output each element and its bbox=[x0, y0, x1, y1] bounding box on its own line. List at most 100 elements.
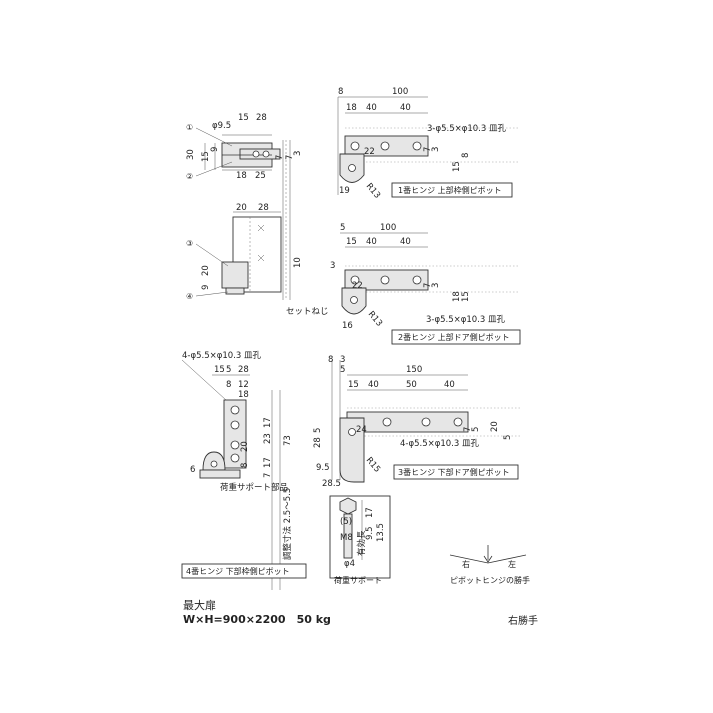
h1-caption: 1番ヒンジ 上部枠側ピボット bbox=[398, 185, 502, 195]
dim-20: 20 bbox=[236, 203, 247, 213]
hinge-2-drawing: 5 100 15 40 40 3 7 3 18 15 3-φ5.5×φ10.3 … bbox=[286, 223, 521, 345]
h1-dim-40a: 40 bbox=[366, 103, 377, 113]
h4-side-8: 8 bbox=[240, 463, 250, 468]
h3-side-5: 5 bbox=[471, 427, 481, 432]
h2-dim-40b: 40 bbox=[400, 237, 411, 247]
h4-side-17b: 17 bbox=[263, 457, 273, 468]
marker-2: ② bbox=[186, 172, 193, 181]
h4-caption: 4番ヒンジ 下部枠側ピボット bbox=[186, 566, 290, 576]
support-dim-17: 17 bbox=[365, 507, 375, 518]
h1-dim-18: 18 bbox=[346, 103, 357, 113]
lower-frame-view: 20 28 ③ ④ 20 9 10 bbox=[186, 203, 303, 301]
dim-9b: 9 bbox=[201, 285, 211, 290]
marker-3: ③ bbox=[186, 239, 193, 248]
h4-side-7: 7 bbox=[263, 473, 273, 478]
h4-holes: 4-φ5.5×φ10.3 皿孔 bbox=[182, 351, 261, 361]
h3-dim-150: 150 bbox=[406, 365, 422, 375]
h4-adjust: 調整寸法 2.5〜5.5 bbox=[282, 488, 293, 560]
h3-dim-15: 15 bbox=[348, 380, 359, 390]
h1-side-3: 3 bbox=[431, 147, 441, 152]
h2-side-7: 7 bbox=[423, 283, 433, 288]
dim-28: 28 bbox=[256, 113, 267, 123]
marker-1: ① bbox=[186, 123, 193, 132]
dim-9: 9 bbox=[210, 147, 220, 152]
footer-spec: W×H=900×2200 50 kg bbox=[183, 613, 331, 626]
h4-dim-6: 6 bbox=[190, 465, 195, 475]
h2-dim-22: 22 bbox=[352, 281, 363, 291]
h1-dim-22: 22 bbox=[364, 147, 375, 157]
handedness-diagram: 右 左 ピボットヒンジの勝手 bbox=[449, 545, 530, 585]
hinge-3-drawing: 8 3 5 150 15 40 50 40 5 28 24 R15 9.5 28… bbox=[313, 355, 520, 489]
h2-dim-15: 15 bbox=[346, 237, 357, 247]
h1-dim-100: 100 bbox=[392, 87, 408, 97]
h1-dim-19: 19 bbox=[339, 186, 350, 196]
h2-holes: 3-φ5.5×φ10.3 皿孔 bbox=[426, 315, 505, 325]
h2-dim-40a: 40 bbox=[366, 237, 377, 247]
h1-holes: 3-φ5.5×φ10.3 皿孔 bbox=[427, 124, 506, 134]
dim-10: 10 bbox=[293, 257, 303, 268]
h4-dim-12: 12 bbox=[238, 380, 249, 390]
dim-25: 25 bbox=[255, 171, 266, 181]
footer-hand-label: 右勝手 bbox=[508, 616, 538, 627]
h4-side-73: 73 bbox=[283, 435, 293, 446]
h2-r13: R13 bbox=[366, 310, 384, 329]
h2-set-screw: セットねじ bbox=[286, 307, 329, 317]
marker-4: ④ bbox=[186, 292, 193, 301]
h2-side-3a: 3 bbox=[330, 261, 335, 271]
hand-left-label: 左 bbox=[508, 559, 516, 569]
h3-dim-28-5: 28.5 bbox=[322, 479, 341, 489]
dim-7a: 7 bbox=[275, 155, 285, 160]
support-caption: 荷重サポート bbox=[334, 575, 382, 585]
h3-holes: 4-φ5.5×φ10.3 皿孔 bbox=[400, 439, 479, 449]
h3-side-5b: 5 bbox=[503, 435, 513, 440]
h3-dim-40b: 40 bbox=[444, 380, 455, 390]
h2-side-3b: 3 bbox=[431, 283, 441, 288]
dim-20b: 20 bbox=[201, 265, 211, 276]
h3-dim-40a: 40 bbox=[368, 380, 379, 390]
h1-side-8: 8 bbox=[461, 153, 471, 158]
h3-dim-3: 3 bbox=[340, 355, 345, 365]
footer-title: 最大扉 bbox=[183, 599, 216, 612]
h4-dim-18: 18 bbox=[238, 390, 249, 400]
h2-side-15: 15 bbox=[461, 291, 471, 302]
h3-dim-50: 50 bbox=[406, 380, 417, 390]
h2-side-18: 18 bbox=[452, 291, 462, 302]
h1-dim-8: 8 bbox=[338, 87, 343, 97]
h4-dim-5: 5 bbox=[226, 365, 231, 375]
load-support-drawing: (5) 17 9.5 13.5 M8 φ4 有効長 荷重サポート bbox=[329, 495, 391, 585]
h1-side-7: 7 bbox=[423, 147, 433, 152]
h2-dim-5: 5 bbox=[340, 223, 345, 233]
hand-caption: ピボットヒンジの勝手 bbox=[450, 575, 530, 585]
h1-dim-40b: 40 bbox=[400, 103, 411, 113]
h3-caption: 3番ヒンジ 下部ドア側ピボット bbox=[398, 467, 510, 477]
hand-right-label: 右 bbox=[462, 559, 470, 569]
support-dim-phi4: φ4 bbox=[344, 559, 355, 569]
dim-3: 3 bbox=[293, 151, 303, 156]
support-dim-5: (5) bbox=[340, 517, 352, 527]
h4-side-17a: 17 bbox=[263, 417, 273, 428]
h3-dim-8: 8 bbox=[328, 355, 333, 365]
h2-caption: 2番ヒンジ 上部ドア側ピボット bbox=[398, 332, 510, 342]
h2-dim-100: 100 bbox=[380, 223, 396, 233]
dim-15b: 15 bbox=[201, 151, 211, 162]
h3-dim-9-5: 9.5 bbox=[316, 463, 330, 473]
h1-r13: R13 bbox=[364, 182, 382, 201]
h2-dim-16: 16 bbox=[342, 321, 353, 331]
h1-side-15: 15 bbox=[452, 161, 462, 172]
h3-side-7: 7 bbox=[463, 427, 473, 432]
h4-dim-8: 8 bbox=[226, 380, 231, 390]
dim-phi9-5: φ9.5 bbox=[212, 121, 231, 131]
h3-dim-5b: 5 bbox=[313, 428, 323, 433]
h3-dim-5: 5 bbox=[340, 365, 345, 375]
dim-7b: 7 bbox=[285, 155, 295, 160]
dim-15: 15 bbox=[238, 113, 249, 123]
h3-dim-28: 28 bbox=[313, 437, 323, 448]
support-dim-13-5: 13.5 bbox=[376, 523, 386, 542]
h4-side-20: 20 bbox=[240, 441, 250, 452]
hinge-4-drawing: 4-φ5.5×φ10.3 皿孔 15 5 28 8 12 18 17 23 17… bbox=[181, 351, 307, 590]
upper-frame-view: ① ② φ9.5 15 28 30 15 9 18 25 7 7 3 bbox=[186, 113, 303, 300]
support-note: 有効長 bbox=[356, 530, 367, 556]
dim-28c: 28 bbox=[258, 203, 269, 213]
h3-side-20: 20 bbox=[490, 421, 500, 432]
